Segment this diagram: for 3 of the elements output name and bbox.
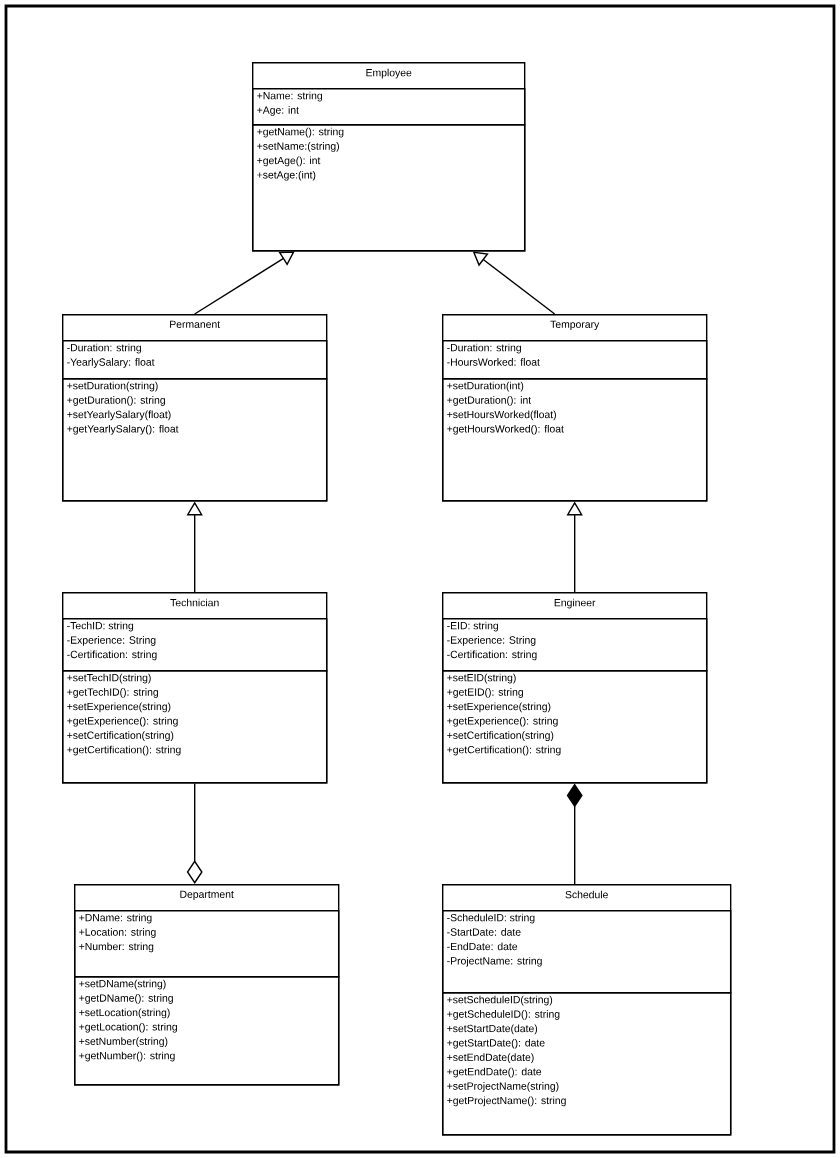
- connector: [194, 251, 295, 315]
- connector: [566, 783, 583, 885]
- connector: [186, 782, 203, 884]
